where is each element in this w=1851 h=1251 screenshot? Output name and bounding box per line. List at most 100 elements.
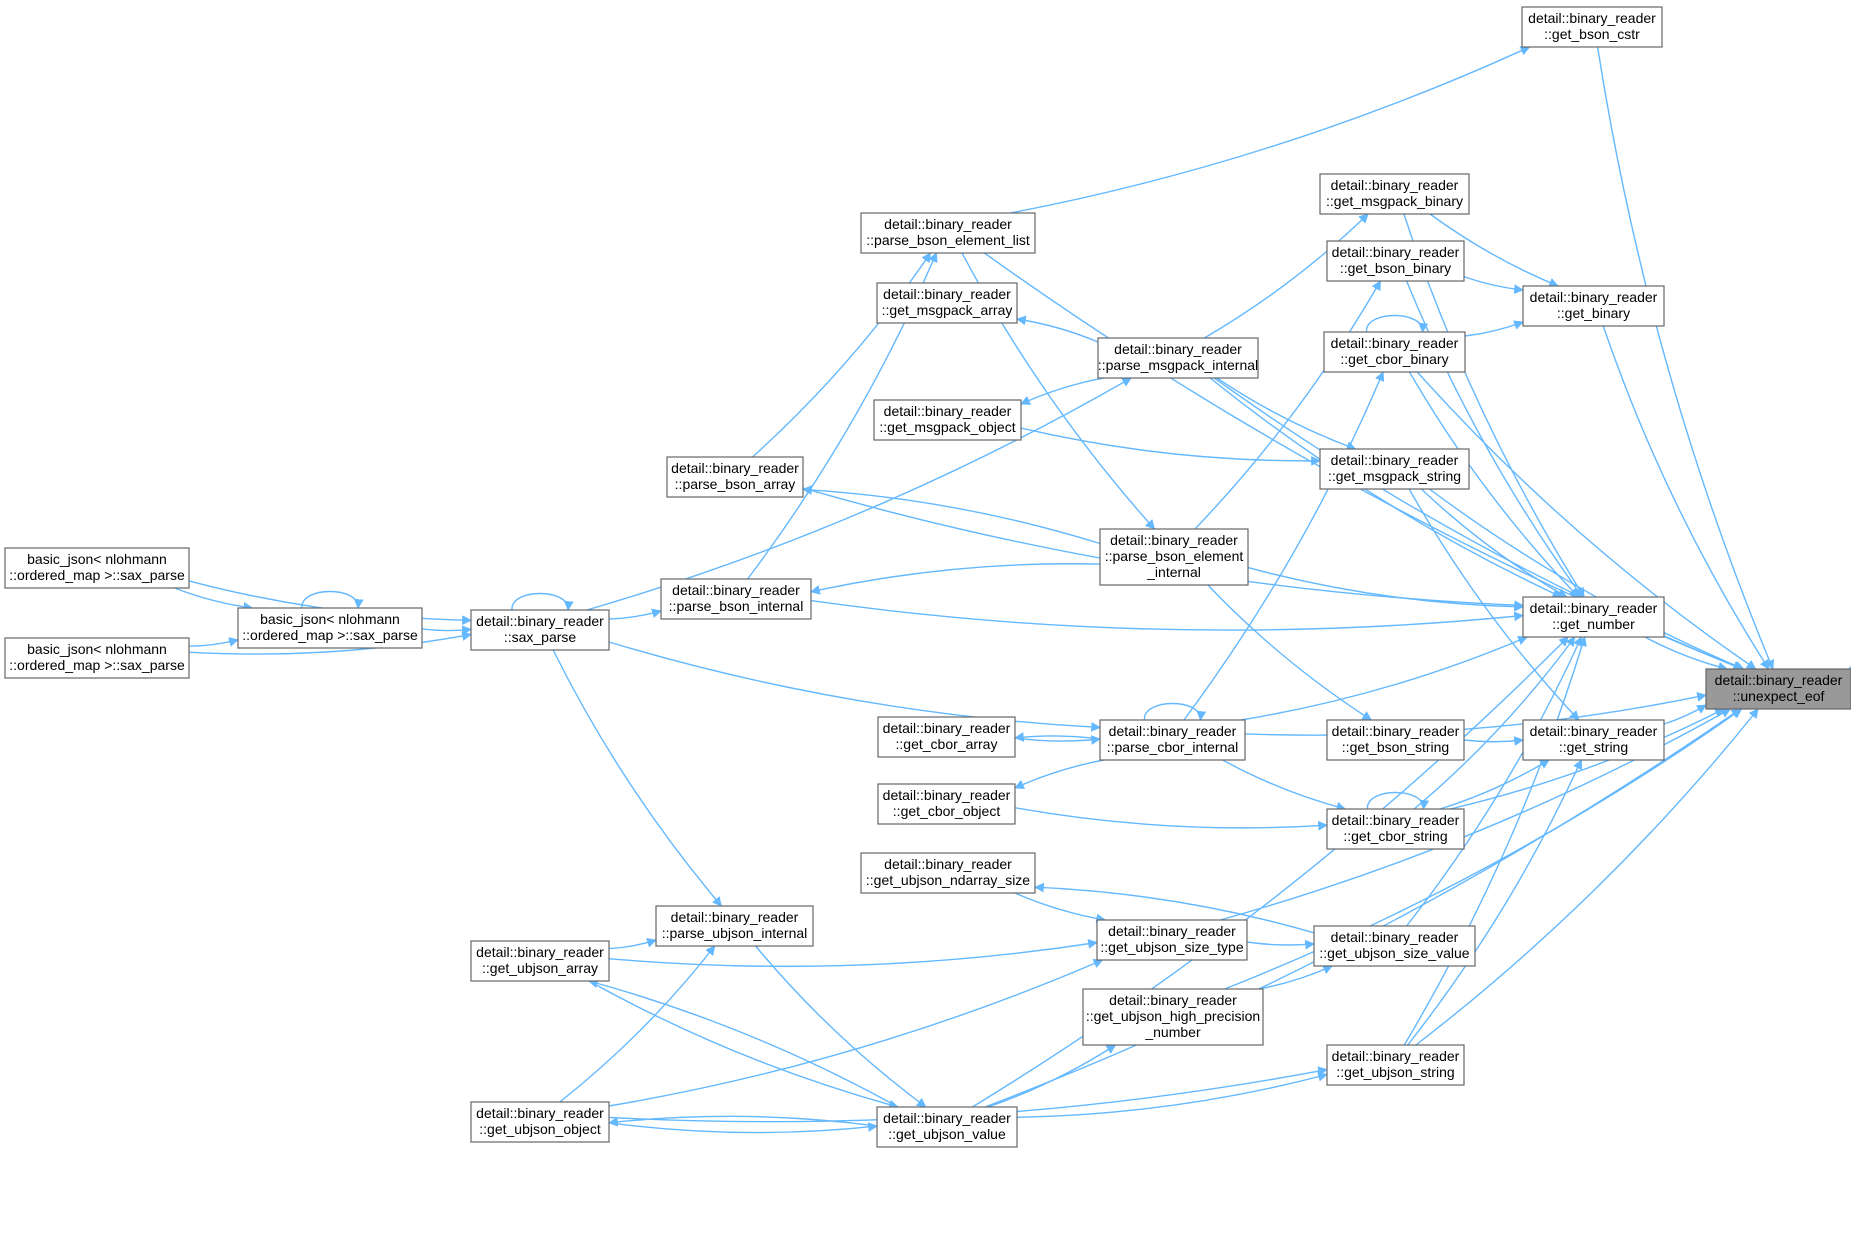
node-get-msgpack-binary[interactable]: detail::binary_reader::get_msgpack_binar… [1319,173,1470,215]
node-label-line: ::get_ubjson_object [479,1121,601,1137]
node-label-line: basic_json< nlohmann [260,611,400,627]
node-get-bson-binary[interactable]: detail::binary_reader::get_bson_binary [1326,240,1465,282]
self-loop-basic_json_sax_parse_2 [301,590,364,609]
edge-get_ubjson_array-to-get_ubjson_value [588,980,899,1110]
node-box [4,547,190,589]
edge-get_ubjson_value-to-get_ubjson_array [588,978,899,1108]
node-box [1096,919,1248,961]
nodes-layer: detail::binary_reader::unexpect_eofdetai… [4,6,1851,1148]
node-basic-json-sax-parse-3[interactable]: basic_json< nlohmann::ordered_map >::sax… [4,637,190,679]
edge-get_string-to-unexpect_eof [1663,704,1707,725]
node-label-line: detail::binary_reader [671,909,799,925]
node-label-line: detail::binary_reader [1114,341,1242,357]
node-label-line: ::get_ubjson_value [888,1126,1006,1142]
node-label-line: detail::binary_reader [1331,177,1459,193]
node-label-line: ::parse_bson_element_list [866,232,1030,248]
node-label-line: ::get_bson_string [1342,739,1449,755]
edge-basic_json_sax_parse_1-to-basic_json_sax_parse_2 [174,587,254,612]
node-get-msgpack-string[interactable]: detail::binary_reader::get_msgpack_strin… [1319,448,1470,490]
edge-parse_bson_element_internal-to-get_number [1247,566,1524,612]
node-label-line: ::parse_msgpack_internal [1098,357,1258,373]
edge-parse_msgpack_internal-to-get_msgpack_array [1016,315,1099,343]
node-label-line: detail::binary_reader [883,720,1011,736]
node-parse-ubjson-internal[interactable]: detail::binary_reader::parse_ubjson_inte… [655,905,814,947]
node-get-ubjson-ndarray-size[interactable]: detail::binary_reader::get_ubjson_ndarra… [860,852,1036,894]
node-label-line: ::sax_parse [504,629,577,645]
node-parse-msgpack-internal[interactable]: detail::binary_reader::parse_msgpack_int… [1097,337,1259,379]
node-get-bson-string[interactable]: detail::binary_reader::get_bson_string [1326,719,1465,761]
node-label-line: detail::binary_reader [1528,10,1656,26]
node-get-ubjson-high-precision-number[interactable]: detail::binary_reader::get_ubjson_high_p… [1082,988,1264,1046]
node-box [470,609,610,651]
node-label-line: ::get_string [1559,739,1628,755]
edge-get_msgpack_object-to-get_msgpack_string [1020,427,1321,466]
node-label-line: detail::binary_reader [1331,452,1459,468]
node-box [1313,925,1476,967]
node-label-line: ::unexpect_eof [1733,688,1825,704]
node-parse-bson-internal[interactable]: detail::binary_reader::parse_bson_intern… [660,578,812,620]
node-unexpect-eof[interactable]: detail::binary_reader::unexpect_eof [1705,668,1851,710]
node-get-msgpack-array[interactable]: detail::binary_reader::get_msgpack_array [876,282,1018,324]
node-get-ubjson-string[interactable]: detail::binary_reader::get_ubjson_string [1326,1044,1465,1086]
node-get-ubjson-object[interactable]: detail::binary_reader::get_ubjson_object [470,1101,610,1143]
node-parse-bson-element-list[interactable]: detail::binary_reader::parse_bson_elemen… [860,212,1036,254]
edge-get_cbor_binary-to-unexpect_eof [1416,371,1757,670]
node-label-line: ::get_bson_binary [1340,260,1451,276]
edge-get_number-to-unexpect_eof [1644,636,1729,672]
edge-parse_bson_internal-to-get_number [810,599,1524,631]
node-label-line: ::get_ubjson_size_type [1100,939,1243,955]
node-label-line: ::parse_cbor_internal [1107,739,1239,755]
edge-get_ubjson_value-to-get_ubjson_string [1016,1071,1328,1118]
node-label-line: ::get_ubjson_high_precision [1086,1008,1260,1024]
node-get-ubjson-size-value[interactable]: detail::binary_reader::get_ubjson_size_v… [1313,925,1476,967]
edge-basic_json_sax_parse_3-to-sax_parse_reader [188,631,472,655]
node-box [655,905,814,947]
edge-parse_bson_array-to-parse_bson_element_list [752,252,932,458]
node-sax-parse-reader[interactable]: detail::binary_reader::sax_parse [470,609,610,651]
node-label-line: detail::binary_reader [1715,672,1843,688]
node-get-ubjson-array[interactable]: detail::binary_reader::get_ubjson_array [470,940,610,982]
node-label-line: _internal [1146,564,1201,580]
node-basic-json-sax-parse-2[interactable]: basic_json< nlohmann::ordered_map >::sax… [237,607,423,649]
node-label-line: detail::binary_reader [883,286,1011,302]
edge-parse_ubjson_internal-to-get_ubjson_value [755,945,927,1108]
node-get-cbor-binary[interactable]: detail::binary_reader::get_cbor_binary [1323,331,1466,373]
edge-parse_msgpack_internal-to-get_msgpack_object [1020,377,1104,405]
node-box [1099,719,1246,761]
self-loop-parse_cbor_internal [1143,702,1207,721]
node-get-msgpack-object[interactable]: detail::binary_reader::get_msgpack_objec… [873,399,1022,441]
edge-parse_bson_element_internal-to-parse_bson_array [802,485,1101,545]
node-box [860,212,1036,254]
edge-parse_bson_element_internal-to-parse_bson_internal [810,563,1101,595]
node-parse-cbor-internal[interactable]: detail::binary_reader::parse_cbor_intern… [1099,719,1246,761]
node-get-binary[interactable]: detail::binary_reader::get_binary [1522,285,1665,327]
node-get-bson-cstr[interactable]: detail::binary_reader::get_bson_cstr [1521,6,1663,48]
node-label-line: detail::binary_reader [1331,929,1459,945]
self-loop-get_cbor_binary [1365,314,1429,333]
edge-parse_cbor_internal-to-unexpect_eof [1244,692,1707,736]
node-basic-json-sax-parse-1[interactable]: basic_json< nlohmann::ordered_map >::sax… [4,547,190,589]
node-label-line: ::get_msgpack_binary [1326,193,1463,209]
node-parse-bson-array[interactable]: detail::binary_reader::parse_bson_array [666,456,804,498]
node-get-string[interactable]: detail::binary_reader::get_string [1522,719,1665,761]
node-get-number[interactable]: detail::binary_reader::get_number [1522,596,1665,638]
edge-parse_cbor_internal-to-get_cbor_object [1014,759,1105,789]
edge-basic_json_sax_parse_3-to-basic_json_sax_parse_2 [188,637,239,647]
edges-layer [174,46,1851,1134]
node-box [1323,331,1466,373]
node-get-cbor-object[interactable]: detail::binary_reader::get_cbor_object [877,783,1016,825]
node-get-ubjson-size-type[interactable]: detail::binary_reader::get_ubjson_size_t… [1096,919,1248,961]
node-box [1326,808,1465,850]
node-parse-bson-element-internal[interactable]: detail::binary_reader::parse_bson_elemen… [1099,528,1249,586]
node-label-line: ::get_cbor_string [1343,828,1447,844]
node-get-cbor-array[interactable]: detail::binary_reader::get_cbor_array [877,716,1016,758]
node-box [1521,6,1663,48]
node-get-ubjson-value[interactable]: detail::binary_reader::get_ubjson_value [876,1106,1018,1148]
edge-parse_cbor_internal-to-get_cbor_binary [1183,371,1385,721]
edge-get_ubjson_array-to-parse_ubjson_internal [608,938,657,950]
node-label-line: ::get_number [1552,616,1635,632]
edge-get_cbor_binary-to-get_number [1408,371,1580,598]
edge-get_cbor_binary-to-get_binary [1464,320,1524,337]
self-loop-get_cbor_string [1366,791,1430,810]
node-get-cbor-string[interactable]: detail::binary_reader::get_cbor_string [1326,808,1465,850]
